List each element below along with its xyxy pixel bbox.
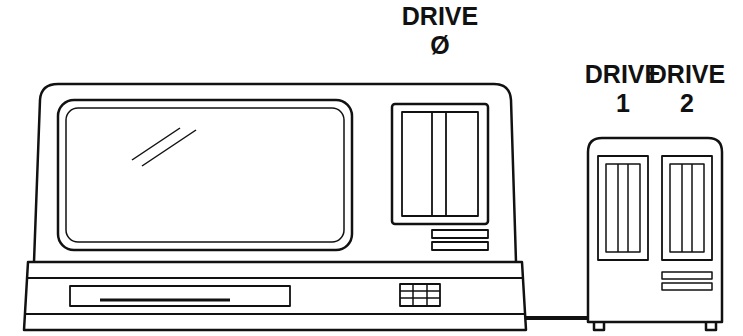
drive-label: DRIVE Ø: [402, 2, 478, 60]
drive-label: DRIVE 2: [649, 60, 725, 118]
